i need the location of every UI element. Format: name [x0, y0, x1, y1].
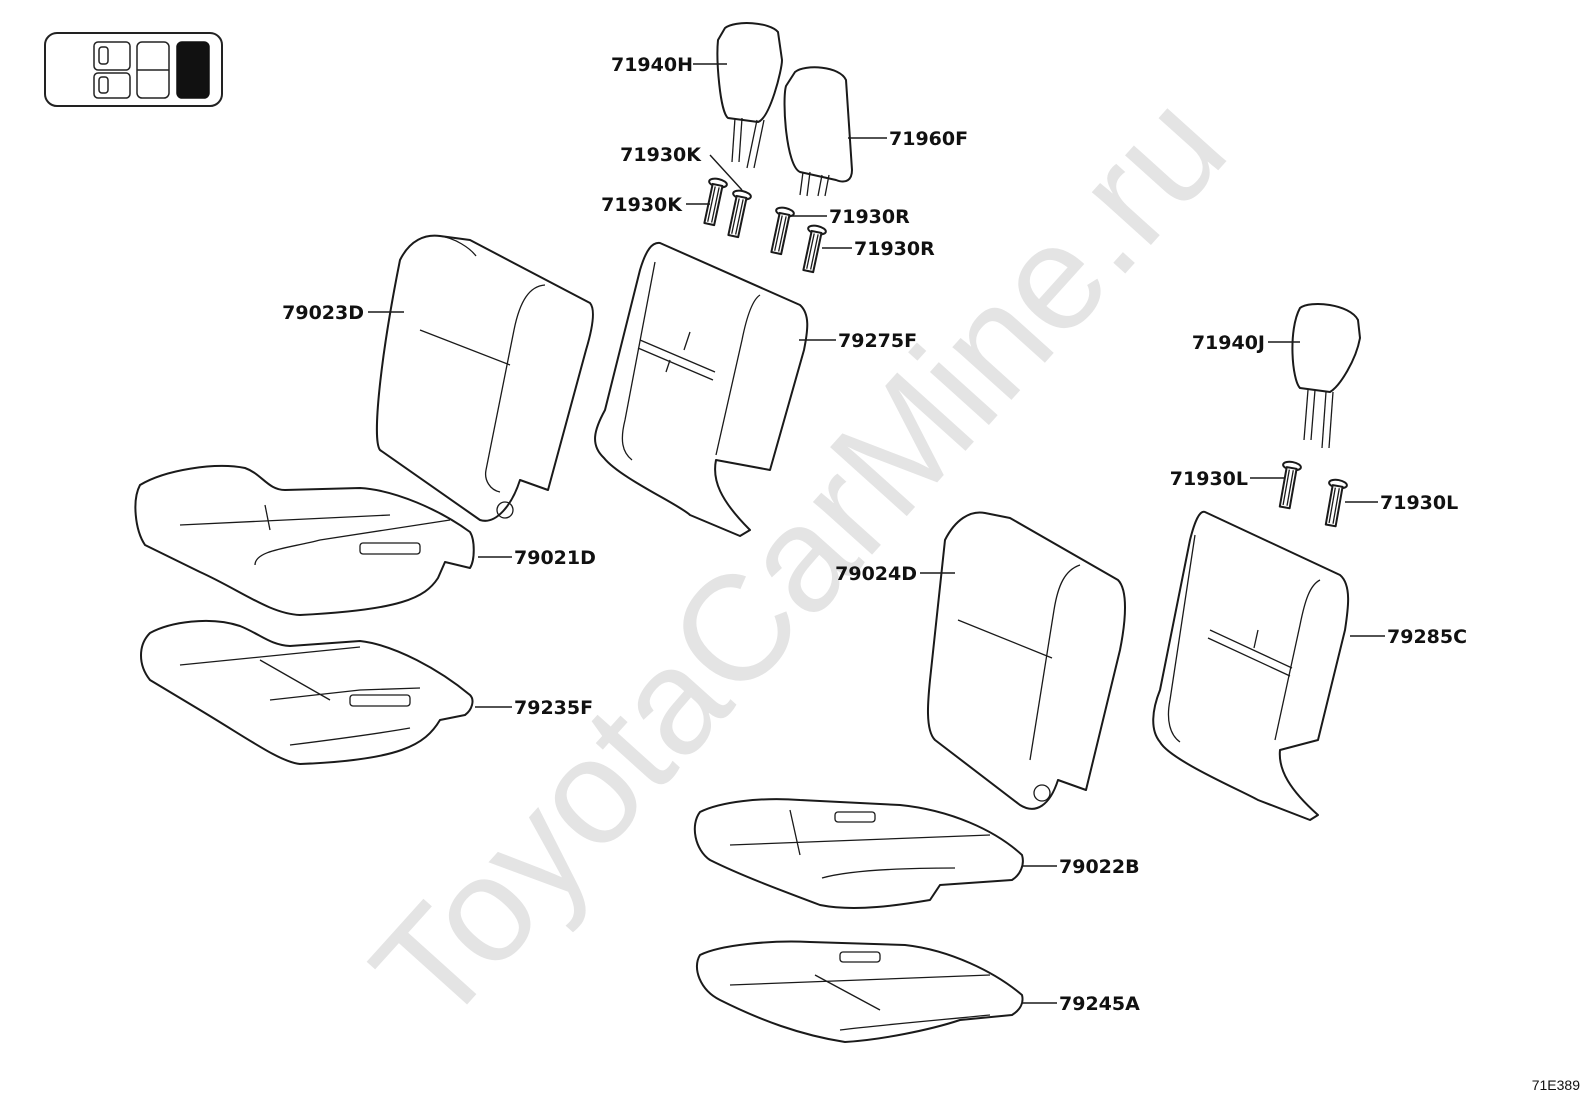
headrest-71940j: [1291, 303, 1361, 449]
svg-text:ToyotaCarMine.ru: ToyotaCarMine.ru: [340, 63, 1257, 1055]
seatback-cover-79024d: [926, 511, 1126, 810]
callout-79285c: 79285C: [1387, 626, 1467, 648]
seat-cushion-cover-79022b: [693, 798, 1024, 909]
callout-79245a: 79245A: [1059, 993, 1140, 1015]
seat-cushion-cover-79021d: [134, 465, 475, 616]
leader-lines: [368, 63, 1385, 1004]
seatback-pad-79275f: [594, 241, 809, 537]
callout-79021d: 79021D: [514, 547, 596, 569]
callout-71930k-upper: 71930K: [620, 144, 702, 166]
seatback-cover-79023d: [375, 234, 594, 522]
headrest-71940h: [716, 22, 783, 169]
callout-71930k-lower: 71930K: [601, 194, 683, 216]
seat-cushion-pad-79235f: [140, 619, 474, 765]
callout-71930r-upper: 71930R: [829, 206, 910, 228]
callout-79022b: 79022B: [1059, 856, 1140, 878]
callout-79275f: 79275F: [838, 330, 917, 352]
callout-71940j: 71940J: [1192, 332, 1265, 354]
callout-71940h: 71940H: [611, 54, 693, 76]
callout-71930r-lower: 71930R: [854, 238, 935, 260]
figure-code: 71E389: [1532, 1077, 1580, 1093]
callout-79023d: 79023D: [282, 302, 364, 324]
callout-71960f: 71960F: [889, 128, 968, 150]
seatback-pad-79285c: [1152, 510, 1350, 821]
watermark: ToyotaCarMine.ru: [340, 63, 1257, 1055]
callout-71930l-left: 71930L: [1170, 468, 1248, 490]
headrest-supports-left: [703, 177, 827, 274]
callout-labels: 71940H 71960F 71930K 71930K 71930R 71930…: [282, 54, 1467, 1015]
callout-79024d: 79024D: [835, 563, 917, 585]
callout-79235f: 79235F: [514, 697, 593, 719]
callout-71930l-right: 71930L: [1380, 492, 1458, 514]
seat-cushion-pad-79245a: [695, 940, 1024, 1043]
seat-position-indicator-icon: [44, 32, 223, 107]
headrest-supports-right: [1278, 460, 1348, 528]
headrest-71960f: [783, 66, 853, 197]
